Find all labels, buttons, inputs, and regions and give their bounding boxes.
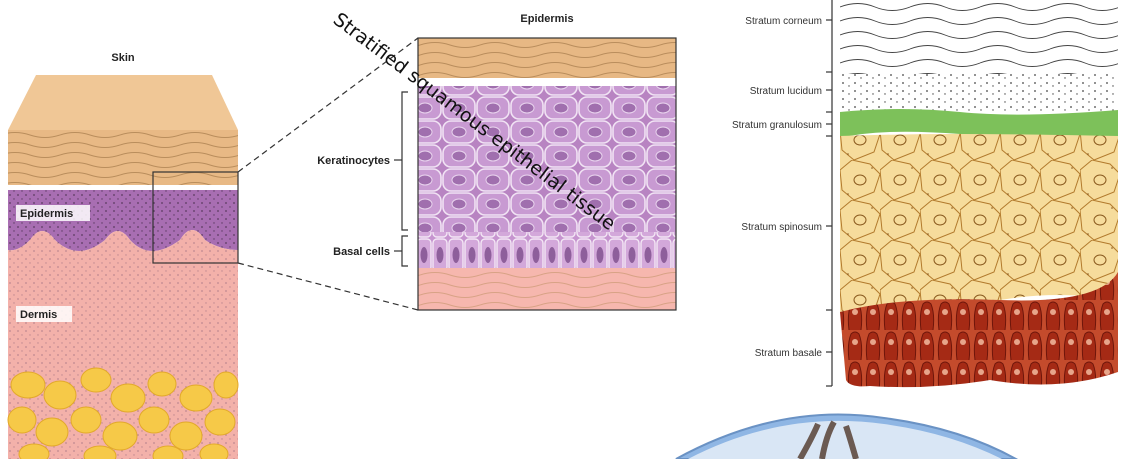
stratum-spinosum-label: Stratum spinosum <box>741 222 822 233</box>
basal-cell-layer <box>418 232 676 268</box>
epidermis-panel-title: Epidermis <box>520 13 573 25</box>
dermis-label: Dermis <box>20 309 57 321</box>
strata-bracket <box>826 0 832 386</box>
basal-cells-bracket <box>394 236 408 266</box>
stratum-basale-label: Stratum basale <box>755 348 823 359</box>
keratinocytes-bracket <box>394 92 408 230</box>
skin-block-diagram <box>8 75 238 459</box>
stratum-spinosum-region <box>840 134 1118 312</box>
zoom-connector-bottom <box>238 263 418 310</box>
strata-histology <box>840 0 1118 387</box>
epidermis-label: Epidermis <box>20 208 73 220</box>
stratum-corneum-label: Stratum corneum <box>745 16 822 27</box>
skin-surface-top <box>8 75 238 130</box>
stratum-granulosum-region <box>840 109 1118 138</box>
basal-cells-label: Basal cells <box>333 246 390 258</box>
skin-title: Skin <box>111 52 135 64</box>
keratinocytes-label: Keratinocytes <box>317 155 390 167</box>
stratum-lucidum-label: Stratum lucidum <box>750 86 822 97</box>
stratum-granulosum-label: Stratum granulosum <box>732 120 822 131</box>
microscope-circle-partial <box>676 414 1016 459</box>
